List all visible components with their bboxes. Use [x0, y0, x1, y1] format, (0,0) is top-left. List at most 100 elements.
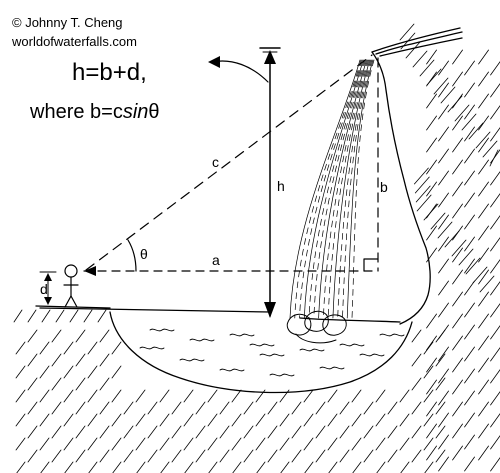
ripple [359, 353, 385, 357]
hatch-stroke [51, 329, 62, 343]
ripple [379, 333, 405, 337]
hatch-stroke [438, 390, 449, 406]
hatch-stroke [478, 203, 489, 219]
ripple [149, 328, 175, 332]
waterfall-lip [371, 27, 463, 57]
height-arrow-bottom [264, 302, 276, 318]
label-c: c [212, 154, 219, 170]
water-streak [327, 59, 369, 319]
hatch-stroke [63, 365, 74, 379]
hatch-stroke [478, 335, 489, 351]
water-streak [289, 59, 361, 319]
label-d: d [40, 281, 48, 297]
hatch-stroke [490, 193, 500, 208]
hatch-stroke [478, 313, 489, 329]
hatch-stroke [232, 461, 242, 473]
hatch-stroke [135, 389, 146, 403]
hatch-stroke [405, 41, 421, 59]
label-b: b [380, 179, 388, 195]
hatch-stroke [280, 461, 290, 473]
hatch-stroke [426, 335, 437, 351]
hatch-stroke [426, 71, 437, 87]
hatch-stroke [27, 377, 38, 391]
hatch-stroke [490, 303, 500, 318]
right-angle-mark [363, 258, 379, 272]
hatch-stroke [464, 412, 475, 428]
hatch-stroke [111, 365, 122, 379]
hatch-stroke [452, 159, 463, 175]
water-streak [337, 59, 372, 319]
hatch-stroke [464, 368, 475, 384]
hatch-stroke [351, 437, 362, 451]
hatch-stroke [438, 346, 449, 362]
hatch-stroke [267, 449, 278, 463]
hatch-stroke [171, 449, 182, 463]
hatch-stroke [303, 437, 314, 451]
hatch-stroke [88, 461, 98, 473]
hatch-stroke [454, 104, 470, 122]
hatch-stroke [478, 71, 489, 87]
hatch-stroke [452, 225, 463, 241]
hatch-stroke [423, 413, 434, 427]
hatch-stroke [426, 49, 437, 65]
hatch-stroke [97, 309, 107, 323]
hatch-stroke [303, 389, 314, 403]
copyright-text: © Johnny T. Cheng [12, 15, 123, 30]
hatch-stroke [435, 449, 446, 463]
hatch-stroke [328, 461, 338, 473]
hatch-stroke [123, 401, 134, 415]
hatch-stroke [490, 347, 500, 362]
website-text: worldofwaterfalls.com [11, 34, 137, 49]
hatch-stroke [438, 236, 449, 252]
hatch-stroke [327, 389, 338, 403]
hatch-stroke [99, 353, 110, 367]
hatch-stroke [438, 456, 449, 472]
hatch-stroke [327, 413, 338, 427]
hatch-stroke [351, 413, 362, 427]
hatch-stroke [135, 413, 146, 427]
hatch-stroke [464, 82, 475, 98]
hatch-stroke [478, 269, 489, 285]
hatch-stroke [490, 369, 500, 384]
hatch-stroke [464, 60, 475, 76]
theta-arc [127, 239, 137, 272]
hatch-stroke [279, 437, 290, 451]
hatch-stroke [99, 425, 110, 439]
hatch-stroke [438, 258, 449, 274]
hatch-stroke [412, 50, 428, 68]
ripple [189, 338, 215, 342]
hatch-stroke [195, 401, 206, 415]
hatch-stroke [183, 413, 194, 427]
d-arrow-top [44, 273, 52, 281]
water-streak [332, 59, 371, 319]
hatch-stroke [400, 461, 410, 473]
hatch-stroke [415, 185, 431, 203]
hatch-stroke [351, 389, 362, 403]
hatch-stroke [435, 401, 446, 415]
hatch-stroke [339, 425, 350, 439]
hatch-stroke [376, 461, 386, 473]
hatch-stroke [438, 82, 449, 98]
hatch-stroke [438, 148, 449, 164]
hatch-stroke [438, 60, 449, 76]
hatch-stroke [99, 401, 110, 415]
hatch-stroke [111, 413, 122, 427]
hatch-stroke [461, 113, 477, 131]
hatch-stroke [51, 401, 62, 415]
hatch-stroke [87, 413, 98, 427]
hatch-stroke [438, 126, 449, 142]
hatch-stroke [315, 401, 326, 415]
hatch-stroke [159, 389, 170, 403]
hatch-stroke [15, 413, 26, 427]
hatch-stroke [315, 425, 326, 439]
hatch-stroke [411, 353, 422, 367]
hatch-stroke [411, 377, 422, 391]
hatch-stroke [16, 461, 26, 473]
hatch-stroke [291, 449, 302, 463]
hatch-stroke [27, 329, 38, 343]
hatch-stroke [433, 77, 449, 95]
hatch-stroke [243, 449, 254, 463]
hatch-stroke [490, 259, 500, 274]
hatch-stroke [478, 445, 489, 461]
hatch-stroke [426, 313, 437, 329]
